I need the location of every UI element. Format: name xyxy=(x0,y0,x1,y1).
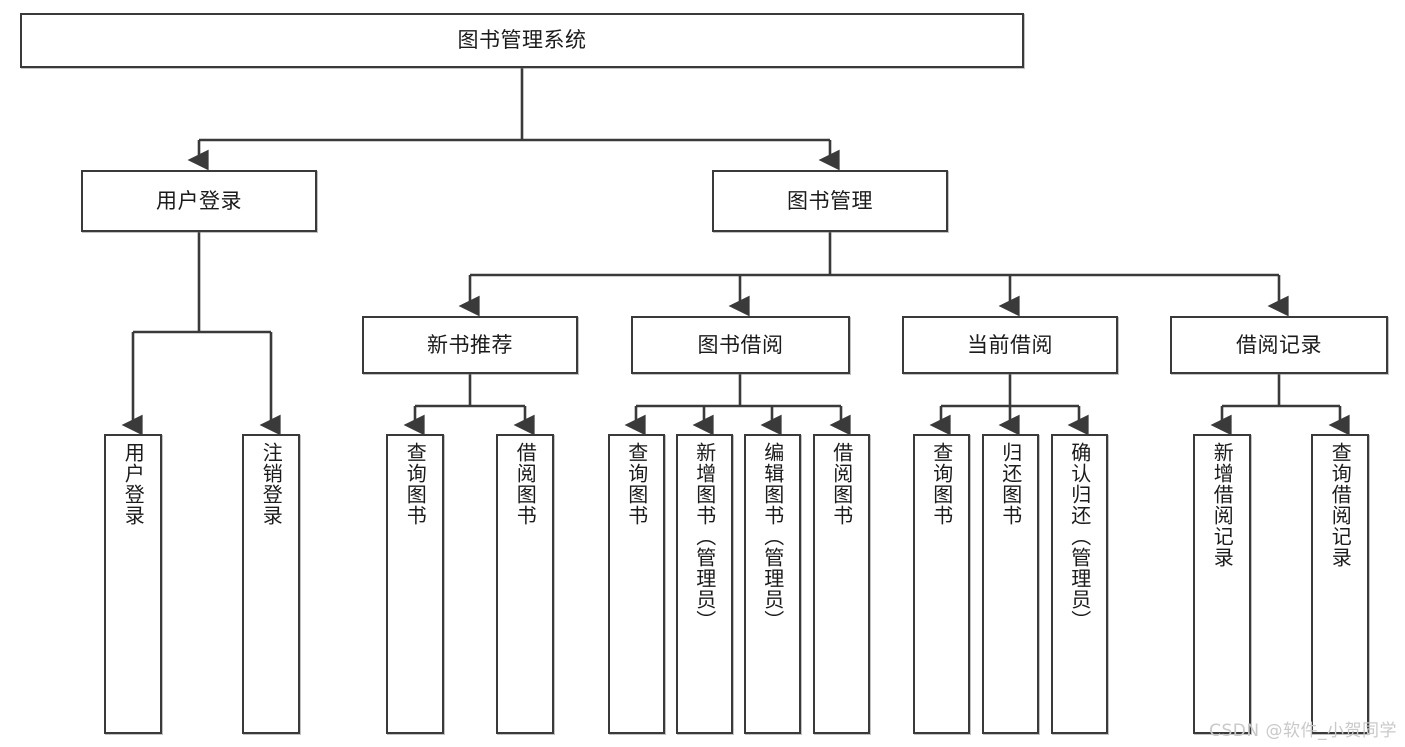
node-book-management[interactable]: 图书管理 xyxy=(712,170,948,232)
node-label: 查询图书 xyxy=(624,442,649,526)
leaf-query-book-recommend[interactable]: 查询图书 xyxy=(386,434,444,734)
node-label: 归还图书 xyxy=(998,442,1023,526)
node-book-borrow[interactable]: 图书借阅 xyxy=(631,316,850,374)
node-label: 借阅图书 xyxy=(829,442,854,526)
node-label: 借阅记录 xyxy=(1236,332,1322,357)
node-label: 图书借阅 xyxy=(697,332,784,357)
node-label: 新增借阅记录 xyxy=(1210,442,1235,568)
leaf-add-borrow-record[interactable]: 新增借阅记录 xyxy=(1193,434,1251,734)
leaf-borrow-book-recommend[interactable]: 借阅图书 xyxy=(496,434,554,734)
leaf-user-login[interactable]: 用户登录 xyxy=(104,434,162,734)
watermark-credit: CSDN @软件_小贺同学 xyxy=(1209,721,1397,741)
leaf-add-book-admin[interactable]: 新增图书（管理员） xyxy=(676,434,733,734)
node-label: 用户登录 xyxy=(121,442,146,526)
node-label: 借阅图书 xyxy=(513,442,538,526)
leaf-query-book-borrow[interactable]: 查询图书 xyxy=(608,434,665,734)
node-label: 用户登录 xyxy=(156,188,242,213)
node-user-login[interactable]: 用户登录 xyxy=(81,170,317,232)
node-root-system[interactable]: 图书管理系统 xyxy=(20,13,1024,68)
node-label: 查询图书 xyxy=(929,442,954,526)
leaf-borrow-book[interactable]: 借阅图书 xyxy=(813,434,870,734)
leaf-query-borrow-record[interactable]: 查询借阅记录 xyxy=(1311,434,1369,734)
node-label: 编辑图书（管理员） xyxy=(760,442,785,631)
leaf-query-book-current[interactable]: 查询图书 xyxy=(913,434,970,734)
node-label: 查询图书 xyxy=(403,442,428,526)
node-label: 图书管理系统 xyxy=(457,28,587,53)
node-label: 图书管理 xyxy=(787,188,873,213)
node-label: 当前借阅 xyxy=(967,332,1053,357)
node-borrow-records[interactable]: 借阅记录 xyxy=(1170,316,1388,374)
node-new-book-recommend[interactable]: 新书推荐 xyxy=(362,316,578,374)
node-current-borrow[interactable]: 当前借阅 xyxy=(902,316,1118,374)
leaf-logout[interactable]: 注销登录 xyxy=(242,434,300,734)
leaf-return-book[interactable]: 归还图书 xyxy=(982,434,1039,734)
node-label: 新增图书（管理员） xyxy=(692,442,717,631)
node-label: 注销登录 xyxy=(259,442,284,526)
node-label: 确认归还（管理员） xyxy=(1067,442,1092,631)
node-label: 查询借阅记录 xyxy=(1328,442,1353,568)
leaf-edit-book-admin[interactable]: 编辑图书（管理员） xyxy=(744,434,801,734)
leaf-confirm-return-admin[interactable]: 确认归还（管理员） xyxy=(1051,434,1108,734)
node-label: 新书推荐 xyxy=(427,332,513,357)
